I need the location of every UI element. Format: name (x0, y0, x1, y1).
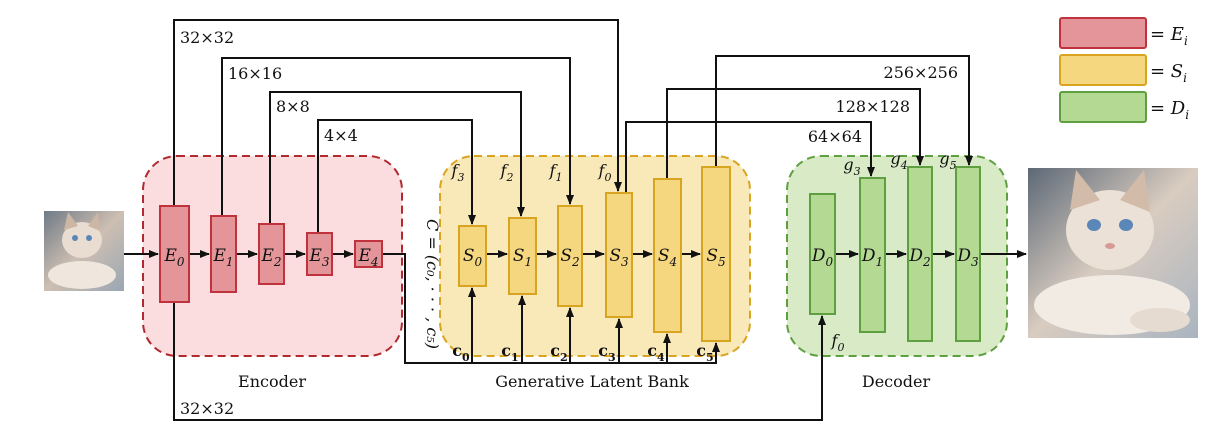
skip-label-128: 128×128 (836, 97, 910, 116)
encoder-block-4 (354, 240, 383, 268)
skip-s4-d2 (666, 88, 924, 179)
legend-bank-swatch (1059, 54, 1147, 86)
skip-e3-s0 (317, 119, 476, 233)
encoder-block-0 (159, 205, 190, 303)
bank-block-4 (653, 178, 682, 333)
skip-s3-d1 (625, 121, 875, 193)
bank-block-5 (701, 166, 731, 342)
encoder-block-1 (210, 215, 237, 293)
latent-bus (382, 253, 717, 364)
encoder-block-3 (306, 232, 333, 276)
bank-block-1 (508, 217, 537, 295)
connection-wires (124, 19, 1027, 421)
bank-block-0 (458, 225, 487, 287)
skip-label-16: 16×16 (228, 64, 282, 83)
skip-s5-d3 (715, 55, 973, 167)
decoder-block-3 (955, 166, 981, 342)
skip-label-256: 256×256 (884, 63, 958, 82)
legend-decoder-swatch (1059, 91, 1147, 123)
legend-bank-label: = Si (1150, 61, 1187, 85)
input-image (44, 211, 124, 291)
decoder-label: Decoder (862, 372, 931, 391)
legend-encoder-swatch (1059, 17, 1147, 49)
legend-encoder-label: = Ei (1150, 24, 1188, 48)
skip-label-bottom-32: 32×32 (180, 399, 234, 418)
legend-decoder-label: = Di (1150, 98, 1189, 122)
latent-set-label: C = (c₀, · · · , c₅) (423, 219, 442, 349)
skip-e1-s2 (221, 57, 574, 216)
bank-block-3 (605, 192, 633, 318)
skip-label-64: 64×64 (808, 127, 862, 146)
encoder-block-2 (258, 223, 285, 285)
skip-e2-s1 (269, 91, 525, 224)
output-image (1028, 168, 1198, 338)
legend: = Ei = Si = Di (1059, 17, 1189, 123)
bank-block-2 (557, 205, 583, 307)
decoder-block-0 (809, 193, 836, 315)
decoder-block-2 (907, 166, 933, 342)
skip-e0-s3 (173, 19, 622, 206)
skip-label-8: 8×8 (276, 97, 310, 116)
generative-latent-bank-label: Generative Latent Bank (495, 372, 689, 391)
skip-label-32: 32×32 (180, 28, 234, 47)
encoder-label: Encoder (238, 372, 306, 391)
decoder-block-1 (859, 177, 886, 333)
skip-label-4: 4×4 (324, 126, 358, 145)
skip-e0-d0 (173, 302, 826, 421)
